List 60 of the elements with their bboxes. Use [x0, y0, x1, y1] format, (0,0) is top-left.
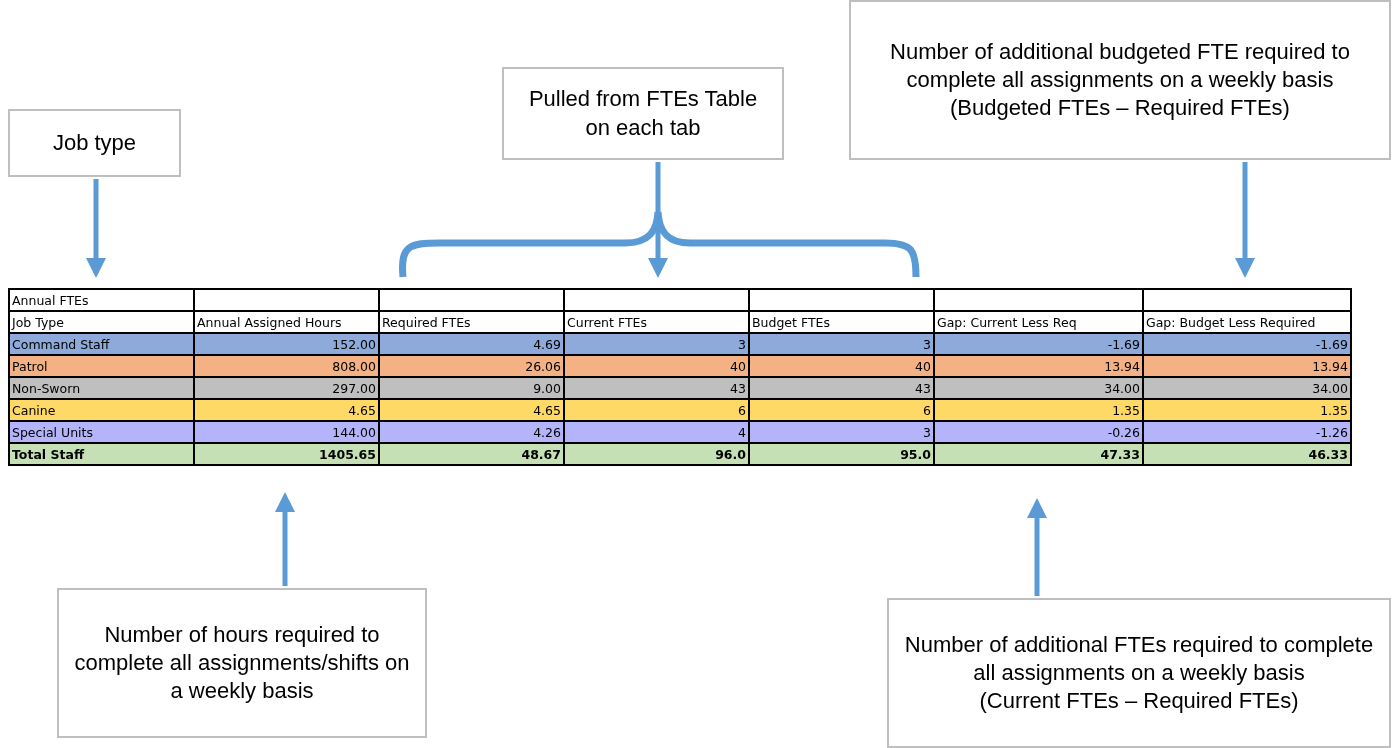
- value-cell: 96.0: [564, 443, 749, 465]
- value-cell: 3: [749, 421, 934, 443]
- value-cell: 95.0: [749, 443, 934, 465]
- value-cell: 4.65: [194, 399, 379, 421]
- value-cell: -1.69: [1143, 333, 1351, 355]
- arrow: [86, 179, 106, 278]
- value-cell: 6: [564, 399, 749, 421]
- arrow: [1235, 162, 1255, 278]
- value-cell: -0.26: [934, 421, 1143, 443]
- callout-text: Job type: [52, 128, 137, 157]
- arrow: [1027, 498, 1047, 596]
- value-cell: 1405.65: [194, 443, 379, 465]
- value-cell: 46.33: [1143, 443, 1351, 465]
- value-cell: 34.00: [934, 377, 1143, 399]
- value-cell: 1.35: [1143, 399, 1351, 421]
- row-label: Non-Sworn: [9, 377, 194, 399]
- value-cell: 6: [749, 399, 934, 421]
- row-label: Canine: [9, 399, 194, 421]
- callout-box: [57, 588, 427, 738]
- value-cell: 297.00: [194, 377, 379, 399]
- arrow: [648, 162, 668, 278]
- value-cell: 152.00: [194, 333, 379, 355]
- value-cell: 43: [749, 377, 934, 399]
- value-cell: 9.00: [379, 377, 564, 399]
- value-cell: 43: [564, 377, 749, 399]
- value-cell: 3: [564, 333, 749, 355]
- callout-box: [502, 67, 784, 160]
- callout-text: Number of additional budgeted FTE required to complete all assignments on a weekly basis: [889, 37, 1351, 94]
- callout-text: Number of hours required to complete all assignments/shifts on a weekly basis: [73, 620, 411, 706]
- callout-box: [8, 109, 181, 177]
- value-cell: 26.06: [379, 355, 564, 377]
- value-cell: 3: [749, 333, 934, 355]
- value-cell: 47.33: [934, 443, 1143, 465]
- value-cell: 4.69: [379, 333, 564, 355]
- value-cell: 808.00: [194, 355, 379, 377]
- value-cell: -1.26: [1143, 421, 1351, 443]
- callout-text: Pulled from FTEs Table on each tab: [527, 85, 759, 142]
- arrow: [275, 492, 295, 586]
- value-cell: 1.35: [934, 399, 1143, 421]
- value-cell: 13.94: [1143, 355, 1351, 377]
- value-cell: 40: [749, 355, 934, 377]
- value-cell: 4: [564, 421, 749, 443]
- row-label: Command Staff: [9, 333, 194, 355]
- callout-box: [887, 598, 1391, 748]
- row-label: Total Staff: [9, 443, 194, 465]
- value-cell: -1.69: [934, 333, 1143, 355]
- row-label: Patrol: [9, 355, 194, 377]
- callout-text: (Current FTEs – Required FTEs): [979, 687, 1299, 716]
- value-cell: 34.00: [1143, 377, 1351, 399]
- callout-box: [849, 0, 1391, 160]
- value-cell: 13.94: [934, 355, 1143, 377]
- column-header: Annual FTEs: [9, 289, 194, 311]
- value-cell: 48.67: [379, 443, 564, 465]
- callout-text: (Budgeted FTEs – Required FTEs): [950, 94, 1290, 123]
- row-label: Special Units: [9, 421, 194, 443]
- value-cell: 40: [564, 355, 749, 377]
- value-cell: 4.65: [379, 399, 564, 421]
- value-cell: 4.26: [379, 421, 564, 443]
- value-cell: 144.00: [194, 421, 379, 443]
- callout-text: Number of additional FTEs required to complete all assignments on a weekly basis: [903, 630, 1375, 687]
